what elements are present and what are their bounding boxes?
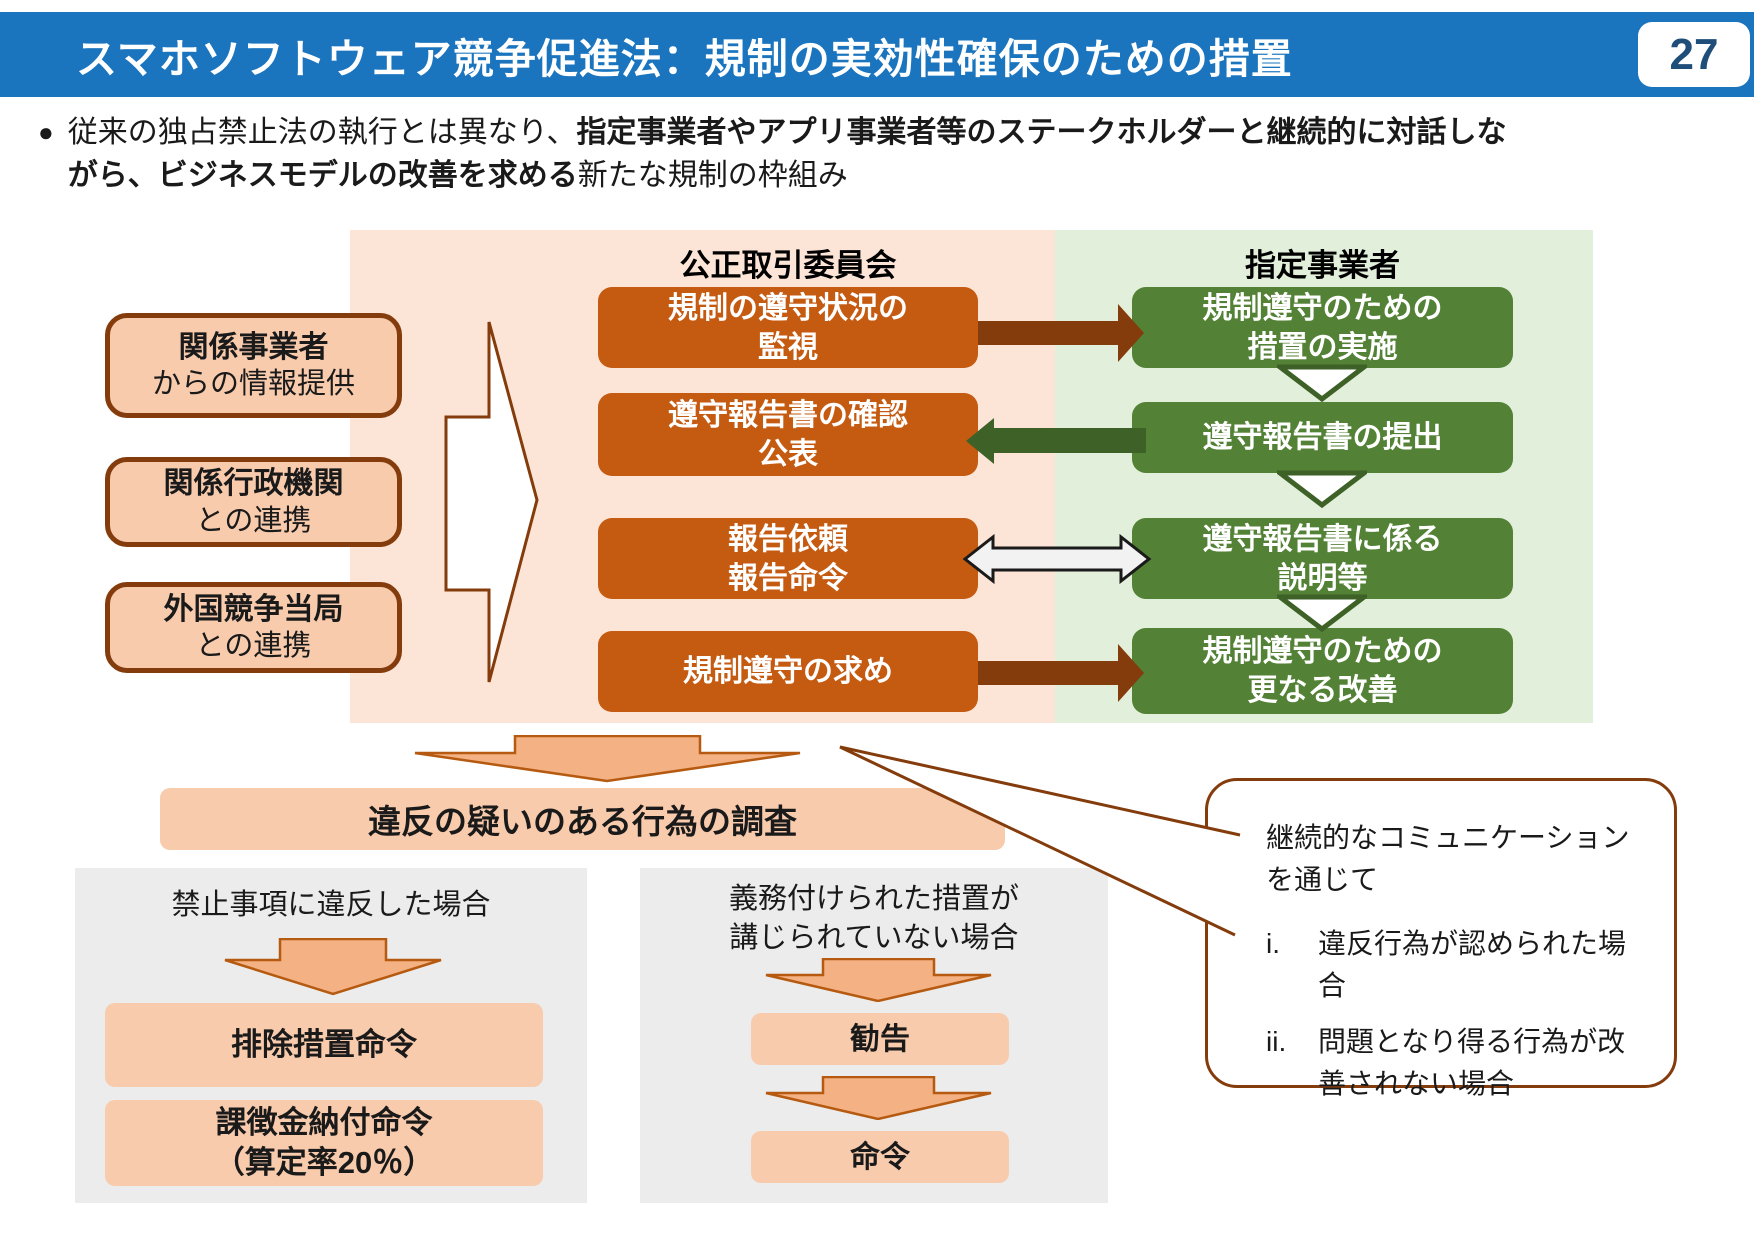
chevron-down-icon [1277,470,1367,508]
box-line1: 排除措置命令 [231,1026,417,1062]
box-line2: （算定率20％） [213,1145,435,1180]
box-line2: 措置の実施 [1247,330,1398,364]
arrow-down-peach-icon [414,735,801,783]
callout-item: i. 違反行為が認められた場合 [1266,923,1644,1007]
page-number-badge: 27 [1638,22,1750,87]
jftc-column-header: 公正取引委員会 [679,248,897,283]
list-text: 問題となり得る行為が改善されない場合 [1318,1026,1626,1099]
arrow-right-brown-icon [978,644,1144,702]
source-box-title: 外国競争当局 [163,592,344,626]
box-line2: 監視 [758,330,818,364]
box-line1: 遵守報告書の提出 [1202,421,1443,454]
intro-paragraph: ● 従来の独占禁止法の執行とは異なり、指定事業者やアプリ事業者等のステークホルダ… [38,112,1678,197]
box-line1: 規制の遵守状況の [668,291,908,325]
source-box-subtitle: からの情報提供 [151,368,355,401]
arrow-right-brown-icon [978,304,1144,362]
callout-list: i. 違反行為が認められた場合 ii. 問題となり得る行為が改善されない場合 [1266,923,1644,1105]
intro-text: 従来の独占禁止法の執行とは異なり、指定事業者やアプリ事業者等のステークホルダーと… [68,112,1507,197]
arrow-left-green-icon [966,418,1146,464]
heading-line2: 講じられていない場合 [729,922,1019,955]
box-line1: 規制遵守のための [1202,291,1443,325]
list-text: 違反行為が認められた場合 [1318,928,1627,1001]
designated-box-implement-measures: 規制遵守のための 措置の実施 [1132,287,1513,368]
callout-tail-icon [839,745,1241,937]
chevron-down-icon [1277,594,1367,632]
prohibition-heading: 禁止事項に違反した場合 [171,889,491,921]
callout-bubble: 継続的なコミュニケーションを通じて i. 違反行為が認められた場合 ii. 問題… [1205,778,1677,1099]
chevron-down-icon [1277,364,1367,402]
box-line1: 遵守報告書の確認 [668,398,908,432]
source-box-related-businesses: 関係事業者 からの情報提供 [105,313,402,418]
box-line1: 規制遵守のための [1202,635,1443,668]
jftc-box-monitoring: 規制の遵守状況の 監視 [598,287,978,368]
title-bar: スマホソフトウェア競争促進法：規制の実効性確保のための措置 [0,12,1754,97]
designated-box-explanations: 遵守報告書に係る 説明等 [1132,518,1513,599]
arrow-double-headed-icon [962,534,1152,584]
big-input-arrow-icon [444,321,539,683]
callout-intro: 継続的なコミュニケーションを通じて [1266,822,1630,895]
investigation-label: 違反の疑いのある行為の調査 [368,803,797,840]
source-box-title: 関係事業者 [178,330,329,364]
investigation-bar: 違反の疑いのある行為の調査 [160,788,1005,850]
bullet-icon: ● [38,117,54,147]
arrow-down-peach-icon [224,938,442,996]
arrow-down-peach-icon [765,1076,992,1120]
arrow-down-peach-icon [765,958,992,1002]
step-box-recommendation: 勧告 [751,1013,1009,1065]
box-line1: 規制遵守の求め [683,655,893,688]
page-title: スマホソフトウェア競争促進法：規制の実効性確保のための措置 [76,35,1293,82]
obligation-heading: 義務付けられた措置が 講じられていない場合 [650,880,1098,958]
jftc-box-report-check: 遵守報告書の確認 公表 [598,393,978,476]
intro-line1-bold: 指定事業者やアプリ事業者等のステークホルダーと継続的に対話しな [576,116,1507,149]
jftc-box-compliance-request: 規制遵守の求め [598,631,978,712]
box-line2: 公表 [758,437,818,471]
source-box-title: 関係行政機関 [163,467,344,501]
designated-box-further-improvement: 規制遵守のための 更なる改善 [1132,628,1513,714]
box-line1: 報告依頼 [728,522,848,556]
source-box-foreign-authorities: 外国競争当局 との連携 [105,582,402,673]
box-line1: 遵守報告書に係る [1202,522,1443,556]
box-line1: 勧告 [850,1022,910,1056]
source-box-admin-agencies: 関係行政機関 との連携 [105,457,402,547]
box-line1: 命令 [850,1140,910,1174]
source-box-subtitle: との連携 [195,630,312,663]
box-line2: 報告命令 [728,561,848,595]
order-box-surcharge: 課徴金納付命令 （算定率20％） [105,1100,543,1186]
intro-line2-regular: 新たな規制の枠組み [577,158,848,192]
heading-line1: 義務付けられた措置が [728,883,1019,915]
list-marker: i. [1266,928,1280,959]
designated-box-submit-report: 遵守報告書の提出 [1132,402,1513,473]
step-box-order: 命令 [751,1131,1009,1183]
intro-line2-bold: がら、ビジネスモデルの改善を求める [67,158,578,192]
list-marker: ii. [1266,1026,1287,1057]
callout-item: ii. 問題となり得る行為が改善されない場合 [1266,1021,1644,1105]
box-line1: 課徴金納付命令 [215,1104,433,1140]
jftc-box-report-order: 報告依頼 報告命令 [598,518,978,599]
source-box-subtitle: との連携 [195,504,312,537]
intro-line1-regular: 従来の独占禁止法の執行とは異なり、 [67,116,577,149]
page-number: 27 [1669,29,1719,79]
box-line2: 更なる改善 [1247,674,1398,707]
order-box-elimination: 排除措置命令 [105,1003,543,1087]
box-line2: 説明等 [1277,561,1368,595]
designated-column-header: 指定事業者 [1245,248,1400,283]
